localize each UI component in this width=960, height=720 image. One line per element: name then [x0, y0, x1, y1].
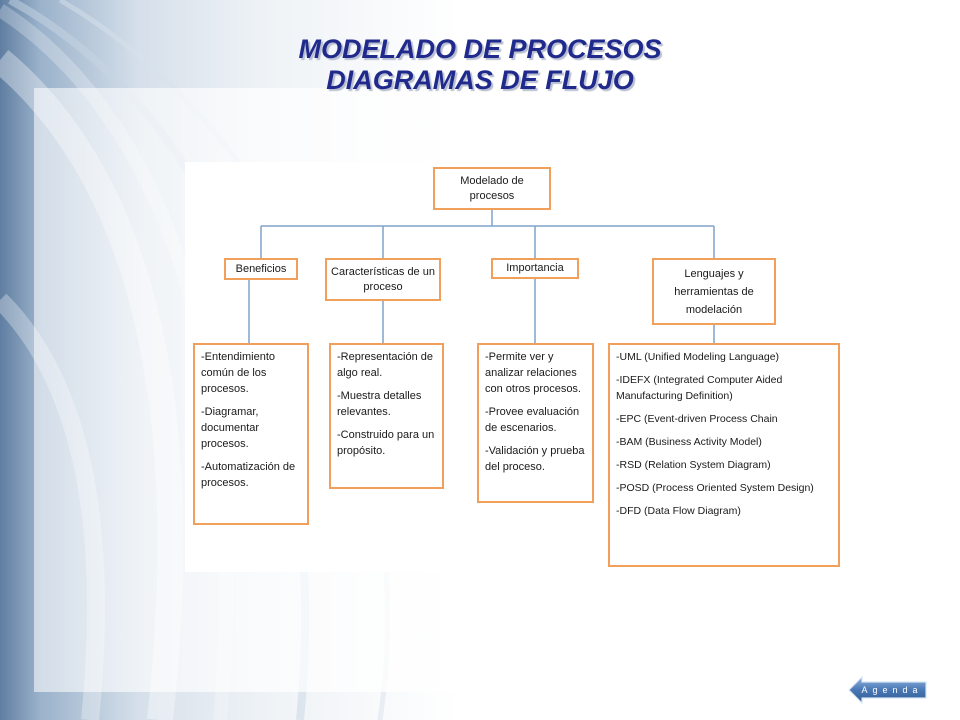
- agenda-back-button[interactable]: Agenda: [848, 676, 928, 704]
- detail-item: -RSD (Relation System Diagram): [616, 459, 771, 471]
- branch-node-importancia: Importancia: [491, 258, 579, 279]
- diagram-connectors: [248, 209, 715, 343]
- process-modeling-diagram: Modelado de procesos Beneficios Caracter…: [185, 162, 840, 572]
- branch-heading: Beneficios: [235, 262, 287, 275]
- branch-heading: Importancia: [506, 262, 564, 274]
- detail-box-beneficios: -Entendimiento común de los procesos. -D…: [193, 343, 309, 525]
- branch-node-caracteristicas: Características de un proceso: [325, 258, 441, 301]
- branch-node-beneficios: Beneficios: [224, 258, 298, 280]
- detail-box-lenguajes: -UML (Unified Modeling Language) -IDEFX …: [608, 343, 840, 567]
- branch-heading: Características de un proceso: [331, 265, 435, 293]
- agenda-label: Agenda: [861, 685, 923, 695]
- slide-title: MODELADO DE PROCESOS DIAGRAMAS DE FLUJO: [200, 34, 760, 96]
- detail-item: -EPC (Event-driven Process Chain: [616, 413, 778, 425]
- detail-item: -Validación y prueba del proceso.: [485, 445, 585, 473]
- detail-item: -BAM (Business Activity Model): [616, 436, 762, 448]
- title-line-1: MODELADO DE PROCESOS: [298, 34, 662, 64]
- detail-box-caracteristicas: -Representación de algo real. -Muestra d…: [329, 343, 444, 489]
- detail-item: -POSD (Process Oriented System Design): [616, 482, 814, 494]
- detail-item: -Entendimiento común de los procesos.: [201, 351, 275, 395]
- detail-item: -Muestra detalles relevantes.: [337, 390, 422, 418]
- left-arrow-icon: [848, 676, 927, 704]
- detail-item: -Provee evaluación de escenarios.: [485, 406, 580, 434]
- title-line-2: DIAGRAMAS DE FLUJO: [326, 65, 634, 95]
- root-node-label: Modelado de procesos: [460, 174, 524, 202]
- root-node: Modelado de procesos: [433, 167, 551, 210]
- detail-item: -UML (Unified Modeling Language): [616, 351, 780, 363]
- detail-box-importancia: -Permite ver y analizar relaciones con o…: [477, 343, 594, 503]
- detail-item: -DFD (Data Flow Diagram): [616, 505, 741, 517]
- detail-item: -Automatización de procesos.: [201, 461, 296, 489]
- detail-item: -IDEFX (Integrated Computer Aided Manufa…: [616, 374, 783, 402]
- branch-heading: Lenguajes y herramientas de modelación: [674, 267, 754, 316]
- detail-item: -Construido para un propósito.: [337, 429, 435, 457]
- branch-node-lenguajes: Lenguajes y herramientas de modelación: [652, 258, 776, 325]
- detail-item: -Permite ver y analizar relaciones con o…: [485, 351, 581, 395]
- detail-item: -Diagramar, documentar procesos.: [201, 406, 260, 450]
- detail-item: -Representación de algo real.: [337, 351, 434, 379]
